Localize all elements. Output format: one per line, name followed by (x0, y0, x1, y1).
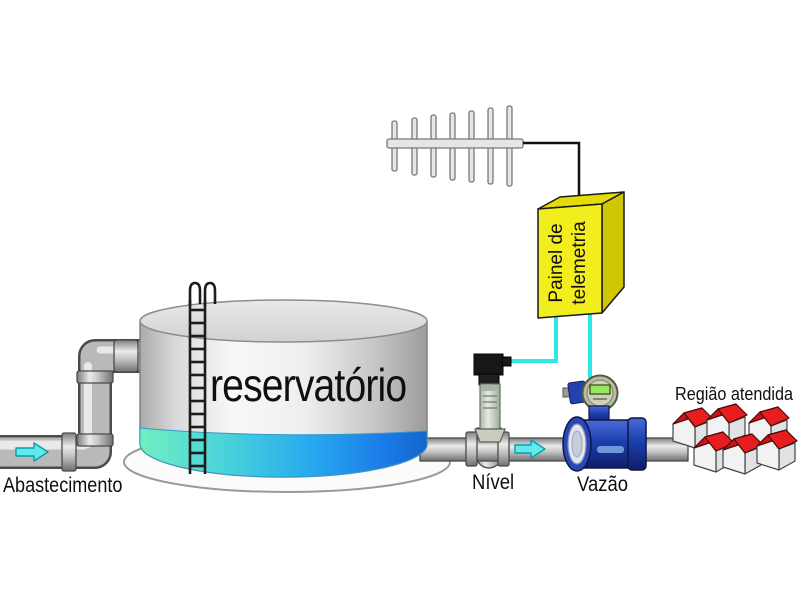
panel-side-face (601, 191, 625, 314)
tank-lid (139, 299, 428, 343)
flow-arrow-right (514, 439, 546, 459)
pipe-flange (61, 432, 77, 472)
supply-label: Abastecimento (3, 474, 123, 497)
telemetry-panel (537, 191, 625, 319)
antenna (386, 105, 524, 187)
flow-label: Vazão (577, 473, 629, 496)
ladder (188, 281, 217, 474)
panel-label-line2: telemetria (569, 221, 590, 305)
pipe-flange (465, 431, 478, 467)
distribution-pipe (419, 435, 689, 469)
level-sensor (473, 353, 512, 443)
meter-display (589, 384, 611, 395)
panel-front-face (537, 203, 603, 319)
antenna-boom (386, 138, 524, 149)
reservoir-tank (139, 299, 428, 478)
pipe-flange (76, 433, 114, 447)
houses (672, 403, 798, 475)
panel-cable-level (511, 316, 558, 363)
region-label: Região atendida (675, 384, 793, 404)
tank-water (139, 427, 428, 478)
inlet-flange (113, 339, 139, 373)
reservoir-label: reservatório (210, 359, 407, 411)
flow-meter (562, 374, 647, 472)
pipe-flange (76, 370, 114, 384)
panel-label-line1: Painel de (546, 223, 567, 302)
level-label: Nível (472, 471, 515, 494)
flow-arrow-left (15, 442, 49, 462)
antenna-cable (523, 141, 581, 204)
